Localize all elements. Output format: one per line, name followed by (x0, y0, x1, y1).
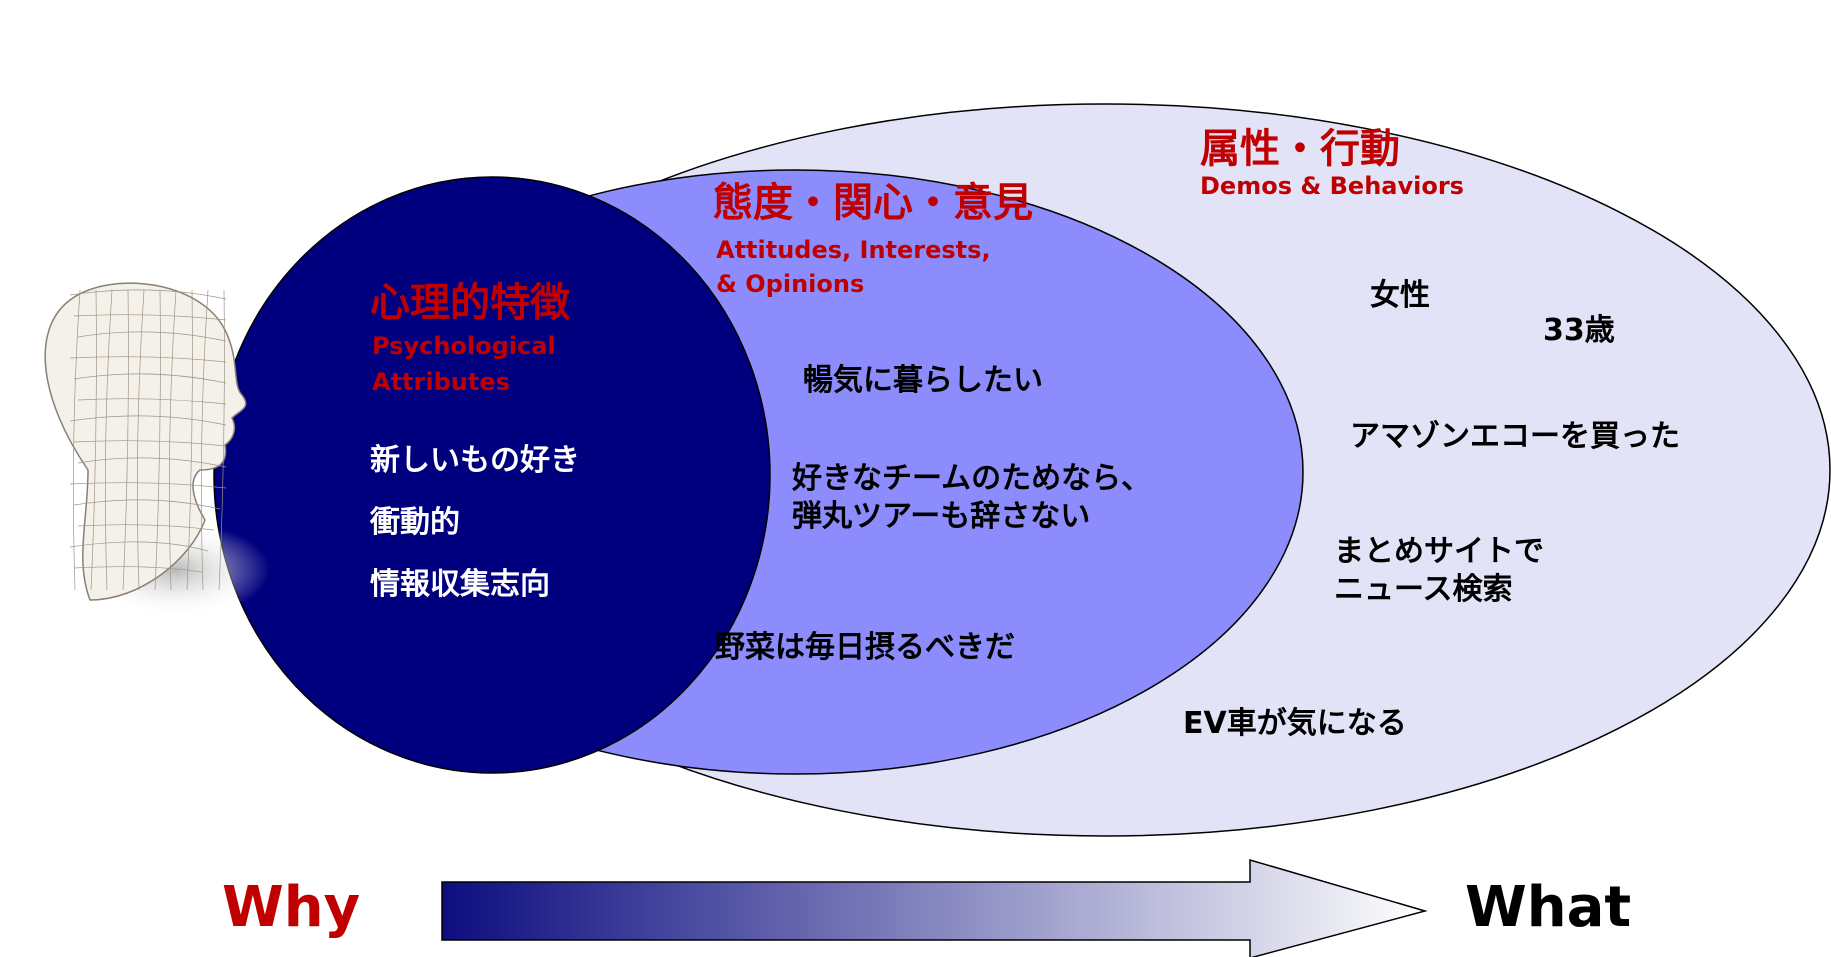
axis-left-label: Why (222, 875, 361, 940)
inner-ellipse (213, 176, 771, 774)
inner-title: 心理的特徴 (370, 280, 570, 326)
wireframe-head-icon (44, 282, 270, 618)
head-outline (44, 282, 247, 601)
head-mesh (69, 289, 227, 591)
outer-item-age: 33歳 (1543, 313, 1615, 348)
middle-subtitle: Attitudes, Interests, & Opinions (716, 236, 991, 298)
axis-right-label: What (1465, 875, 1632, 940)
outer-subtitle: Demos & Behaviors (1200, 172, 1464, 200)
inner-items: 新しいもの好き 衝動的 情報収集志向 (370, 443, 580, 602)
middle-title: 態度・関心・意見 (713, 180, 1033, 226)
outer-item-gender: 女性 (1370, 278, 1430, 313)
middle-item-team-tour: 好きなチームのためなら、 弾丸ツアーも辞さない (792, 461, 1152, 534)
outer-item-ev: EV車が気になる (1183, 706, 1407, 741)
outer-item-news: まとめサイトで ニュース検索 (1334, 534, 1544, 607)
outer-item-purchase: アマゾンエコーを買った (1350, 419, 1680, 454)
inner-subtitle: Psychological Attributes (372, 332, 556, 396)
why-what-arrow (441, 859, 1428, 957)
arrow-shape (441, 859, 1428, 957)
middle-item-vegetables: 野菜は毎日摂るべきだ (715, 630, 1015, 665)
outer-title: 属性・行動 (1200, 126, 1400, 172)
middle-item-easygoing: 暢気に暮らしたい (803, 363, 1043, 398)
